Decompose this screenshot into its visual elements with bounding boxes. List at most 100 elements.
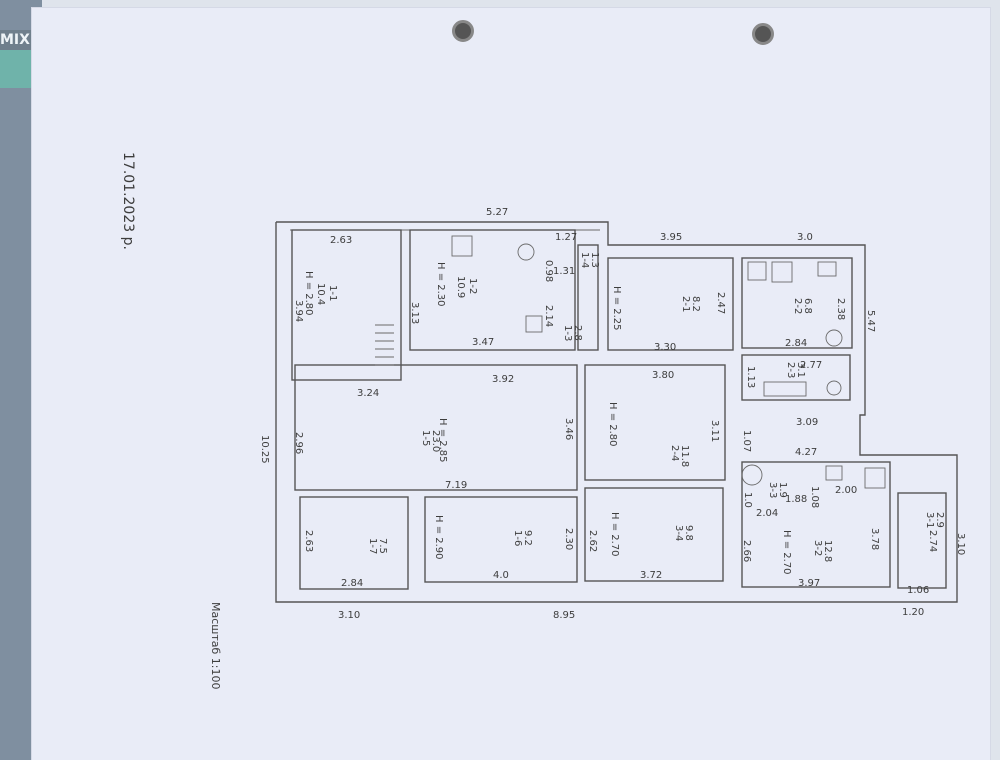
room-area: 7.5 [377, 538, 388, 554]
room-1-6-wall [424, 496, 578, 583]
room-id: 3-3 [767, 482, 778, 498]
dim-bottom-left: 3.10 [338, 610, 360, 621]
room-width: 4.0 [493, 570, 509, 581]
floor-plan-sheet [32, 8, 990, 768]
room-width: 2.77 [800, 360, 822, 371]
room-id: 2-2 [792, 298, 803, 314]
water-heater-icon [825, 329, 843, 347]
room-1-1-wall [291, 229, 402, 381]
room-1-5-wall [294, 364, 578, 491]
stove-icon [864, 467, 886, 489]
sink-icon [817, 261, 837, 277]
dim-label: 7.19 [445, 480, 467, 491]
room-width: 1.06 [907, 585, 929, 596]
toilet-icon [826, 380, 842, 396]
room-width: 3.47 [472, 337, 494, 348]
room-depth: 2.47 [715, 292, 726, 314]
room-area: 1.9 [777, 482, 788, 498]
dim-label: 3.24 [357, 388, 379, 399]
dim-label: 1.88 [785, 494, 807, 505]
room-2-3-wall [741, 354, 851, 401]
room-depth: 2.74 [927, 530, 938, 552]
room-width: 3.80 [652, 370, 674, 381]
room-id: 2-3 [785, 362, 796, 378]
room-depth: 2.63 [303, 530, 314, 552]
room-area: 12.8 [822, 540, 833, 562]
stairs [375, 324, 394, 366]
stove-icon [771, 261, 793, 283]
room-depth: 2.62 [587, 530, 598, 552]
appliance-icon [525, 315, 543, 333]
room-area: 10.4 [315, 283, 326, 305]
stove-icon [451, 235, 473, 257]
dim-label: 3.09 [796, 417, 818, 428]
room-id: 3-4 [673, 525, 684, 541]
dim-mid-right: 4.27 [795, 447, 817, 458]
dim-label: 2.96 [293, 432, 304, 454]
bottom-edge [0, 760, 1000, 772]
dim-label: 0.98 [543, 260, 554, 282]
brand-tab: MIX [0, 30, 40, 50]
dim-label: 2.66 [741, 540, 752, 562]
dim-left-total: 10.25 [259, 435, 270, 464]
room-width: 2.63 [330, 235, 352, 246]
room-id: 2-4 [669, 445, 680, 461]
meter-icon [741, 464, 763, 486]
sink-icon [825, 465, 843, 481]
room-height: Н = 2.70 [781, 530, 792, 575]
scale-label: Масштаб 1:100 [209, 602, 222, 689]
room-id: 2-1 [680, 296, 691, 312]
room-area: 23.0 [430, 430, 441, 452]
room-depth: 3.78 [869, 528, 880, 550]
room-area: 8.2 [690, 296, 701, 312]
room-height: Н = 2.70 [609, 512, 620, 557]
dim-label: 2.14 [543, 305, 554, 327]
room-area: 2.8 [572, 325, 583, 341]
room-depth: 3.11 [709, 420, 720, 442]
room-width: 3.72 [640, 570, 662, 581]
room-height: Н = 2.80 [303, 271, 314, 316]
room-id: 1-3 [562, 325, 573, 341]
room-width: 2.84 [341, 578, 363, 589]
dim-label: 1.27 [555, 232, 577, 243]
room-area: 1.3 [589, 252, 600, 268]
room-depth: 1.13 [745, 366, 756, 388]
room-area: 6.8 [802, 298, 813, 314]
room-1-7-wall [299, 496, 409, 590]
boiler-icon [747, 261, 767, 281]
document-date: 17.01.2023 р. [120, 152, 136, 250]
room-1-2-wall [409, 229, 576, 351]
room-height: Н = 2.25 [611, 286, 622, 331]
room-height: Н = 2.90 [433, 515, 444, 560]
room-area: 9.8 [683, 525, 694, 541]
room-width: 2.84 [785, 338, 807, 349]
punch-hole [752, 23, 774, 45]
room-id: 3-1 [924, 512, 935, 528]
dim-right-side: 5.47 [865, 310, 876, 332]
room-2-4-wall [584, 364, 726, 481]
dim-bottom-right: 1.20 [902, 607, 924, 618]
room-id: 1-6 [512, 530, 523, 546]
room-3-2-wall [741, 461, 891, 588]
dim-label: 2.04 [756, 508, 778, 519]
dim-bottom-total: 8.95 [553, 610, 575, 621]
room-width: 1.0 [742, 492, 753, 508]
room-area: 10.9 [455, 276, 466, 298]
room-depth: 2.38 [835, 298, 846, 320]
dim-label: 2.00 [835, 485, 857, 496]
room-2-2-wall [741, 257, 853, 349]
dim-right-low: 3.10 [955, 533, 966, 555]
dim-label: 1.08 [809, 486, 820, 508]
room-id: 1-1 [327, 285, 338, 301]
room-width: 3.97 [798, 578, 820, 589]
room-id: 1-7 [367, 538, 378, 554]
room-3-4-wall [584, 487, 724, 582]
room-id: 1-4 [579, 252, 590, 268]
punch-hole [452, 20, 474, 42]
bathtub-icon [763, 381, 807, 397]
room-3-1-wall [897, 492, 947, 589]
room-id: 1-5 [420, 430, 431, 446]
room-depth: 3.94 [293, 300, 304, 322]
room-id: 3-2 [812, 540, 823, 556]
room-height: Н = 2.85 [437, 418, 448, 463]
